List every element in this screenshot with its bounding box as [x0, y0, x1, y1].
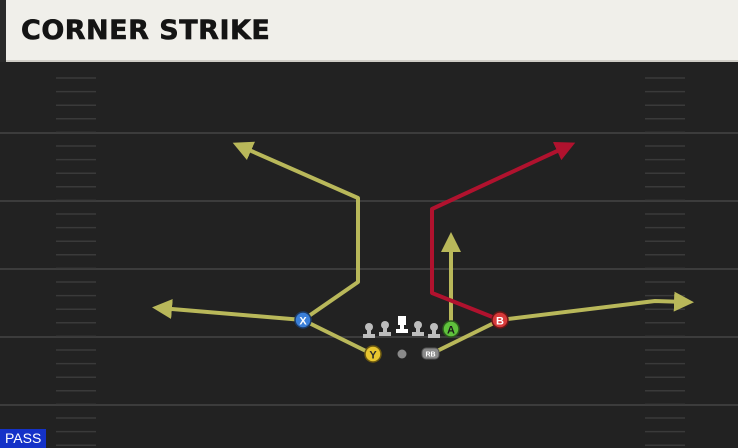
receiver-x: X — [294, 311, 312, 329]
receiver-x-label: X — [299, 316, 307, 328]
receiver-x-icon — [294, 311, 312, 329]
route-x-post — [232, 141, 360, 322]
receiver-b: B — [491, 311, 509, 329]
receiver-y-label: Y — [369, 350, 377, 362]
running-back: RB — [421, 347, 440, 360]
receiver-a-icon — [442, 320, 460, 338]
route-x-out — [152, 299, 305, 322]
play-type-badge: PASS — [0, 429, 47, 448]
routes — [152, 141, 694, 356]
route-y-release — [301, 318, 374, 356]
yard-lines — [0, 132, 738, 406]
quarterback-icon — [397, 349, 407, 359]
receiver-b-label: B — [496, 316, 504, 328]
receiver-b-icon — [491, 311, 509, 329]
play-title: CORNER STRIKE — [21, 15, 271, 47]
running-back-label: RB — [425, 352, 435, 359]
play-diagram: X Y A B RB — [0, 77, 738, 446]
running-back-icon — [421, 347, 440, 360]
center-icon — [396, 316, 408, 333]
receiver-a: A — [442, 320, 460, 338]
title-accent — [0, 0, 6, 62]
lineman-icon — [363, 323, 375, 338]
route-rb-swing — [429, 318, 502, 356]
receiver-a-label: A — [447, 325, 455, 337]
route-b-out — [498, 291, 694, 322]
lineman-icon — [379, 321, 391, 336]
receiver-y-icon — [364, 345, 382, 363]
lineman-icon — [428, 323, 440, 338]
field: X Y A B RB — [0, 62, 738, 448]
receiver-y: Y — [364, 345, 382, 363]
offensive-line — [363, 316, 440, 359]
route-b-corner — [430, 141, 576, 322]
lineman-icon — [412, 321, 424, 336]
title-bar: CORNER STRIKE — [0, 0, 738, 62]
